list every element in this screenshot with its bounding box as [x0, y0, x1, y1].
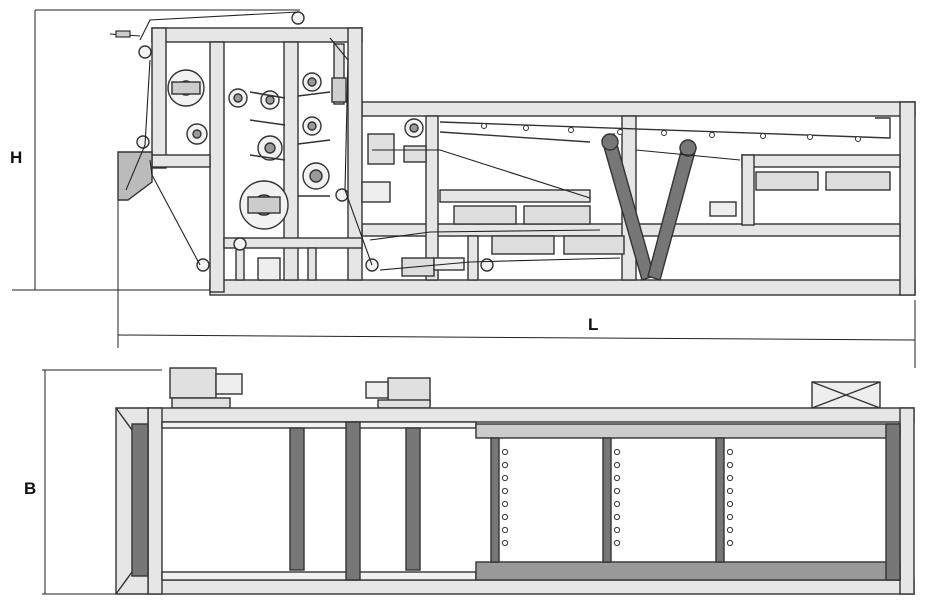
- plan-roller-2: [345, 421, 361, 581]
- v-support-left-roller: [601, 133, 619, 151]
- drive-motor-1-base: [171, 397, 231, 409]
- feed-hopper: [117, 151, 153, 201]
- upper-frame-beam: [361, 101, 916, 117]
- right-end-post: [899, 101, 916, 296]
- gravity-section-rail-top: [475, 423, 901, 439]
- tension-bars: [249, 91, 331, 197]
- control-box: [367, 133, 395, 165]
- plan-inner-rail-bottom: [161, 571, 477, 581]
- v-support-right: [647, 143, 697, 281]
- tower-cross-beam: [151, 154, 211, 168]
- belt-dots: [481, 123, 861, 142]
- plan-inner-rail-top: [161, 421, 477, 429]
- tower-post-1: [209, 41, 225, 293]
- gravity-section-rail-bottom: [475, 561, 901, 581]
- plan-frame-left: [147, 407, 163, 595]
- small-post: [467, 235, 479, 281]
- height-dimension-label: H: [10, 148, 22, 167]
- tower-cylinder: [333, 43, 345, 105]
- plough-bar-3: [715, 437, 725, 563]
- gravity-section-right: [885, 423, 901, 581]
- small-actuator: [709, 201, 737, 217]
- drive-unit: [403, 145, 427, 163]
- tower-inner-post-2: [307, 247, 317, 281]
- drive-motor-1-head: [215, 373, 243, 395]
- plan-frame-top: [147, 407, 915, 423]
- right-inner-post: [741, 154, 755, 226]
- tower-rollers: [136, 11, 494, 272]
- cylinder-2: [523, 205, 591, 225]
- cylinder-5: [755, 171, 819, 191]
- plough-blades: [501, 448, 734, 547]
- tower-inner-post: [235, 247, 245, 281]
- plan-view: [115, 367, 915, 595]
- plough-bar-2: [602, 437, 612, 563]
- lower-box: [257, 257, 281, 281]
- drive-motor-1: [169, 367, 217, 399]
- mid-post: [425, 115, 439, 281]
- tower-lower-beam: [223, 237, 363, 249]
- small-box: [361, 181, 391, 203]
- plan-roller-1: [289, 427, 305, 571]
- tower-top-beam: [151, 27, 363, 43]
- gravity-belt-box: [439, 189, 591, 203]
- width-dimension-label: B: [24, 479, 36, 498]
- side-elevation-view: [117, 11, 916, 296]
- gravity-belt: [439, 117, 891, 139]
- plan-roller-3: [405, 427, 421, 571]
- plan-frame-bottom: [147, 579, 915, 595]
- tower-post-2: [283, 41, 299, 281]
- drive-motor-2-base: [377, 399, 431, 409]
- filter-belt-paths: [109, 11, 741, 271]
- cylinder-3: [491, 235, 555, 255]
- base-frame: [209, 279, 916, 296]
- tower-cylinder-body: [331, 77, 347, 103]
- v-support-right-roller: [679, 139, 697, 157]
- tower-left-post: [151, 27, 167, 169]
- cylinder-1: [453, 205, 517, 225]
- tower-right-post: [347, 27, 363, 281]
- right-inner-beam: [741, 154, 901, 168]
- plan-frame-right: [899, 407, 915, 595]
- length-dimension-label: L: [588, 315, 598, 334]
- cylinder-4: [563, 235, 625, 255]
- plan-hopper-belt: [131, 423, 149, 577]
- cylinder-6: [825, 171, 891, 191]
- drive-motor-2-head: [365, 381, 389, 399]
- dimension-lines: [12, 9, 916, 595]
- plough-bar-1: [490, 437, 500, 563]
